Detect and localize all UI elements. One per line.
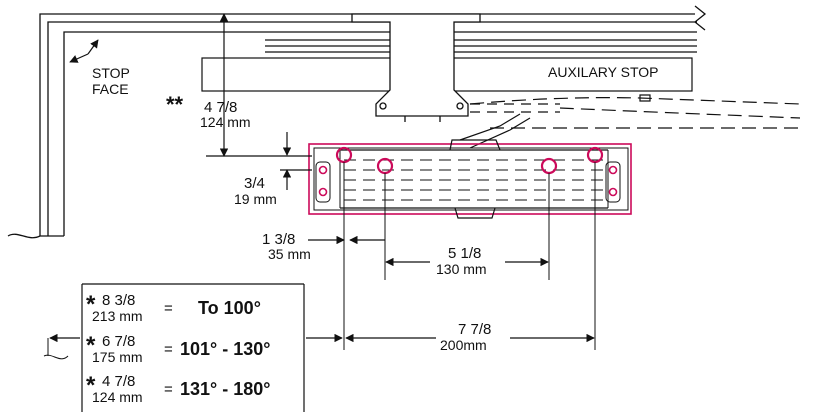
spacing-table [81,283,305,412]
dim-left-vertical [280,132,312,190]
closer-arm [459,94,801,149]
row1-equals: = [164,300,173,317]
star-mark-1: * [86,291,96,318]
hole-3 [540,157,558,175]
double-star-mark: ** [166,92,184,117]
stop-face-label-1: STOP [92,65,130,81]
stop-face-arrows [69,39,99,63]
row3-mm: 124 mm [92,389,143,405]
row2-equals: = [164,341,173,358]
auxiliary-stop-label: AUXILARY STOP [548,64,659,80]
star-mark-2: * [86,332,96,359]
dim-a-mm: 35 mm [268,246,311,262]
row2-range: 101° - 130° [180,339,270,359]
dim-c-mm: 200mm [440,337,487,353]
dim-top-mm: 124 mm [200,114,251,130]
dim-top-vertical [206,13,312,157]
dim-left-mm: 19 mm [234,191,277,207]
row3-range: 131° - 180° [180,379,270,399]
row3-equals: = [164,381,173,398]
door-frame [7,5,707,239]
stop-face-label-2: FACE [92,81,129,97]
dim-top-inches: 4 7/8 [204,99,237,116]
dim-b-mm: 130 mm [436,261,487,277]
row1-inches: 8 3/8 [102,292,135,309]
dim-c-inches: 7 7/8 [458,321,491,338]
dim-a-inches: 1 3/8 [262,231,295,248]
closer-body [308,139,632,219]
row2-inches: 6 7/8 [102,333,135,350]
extension-lines [343,162,596,350]
row1-mm: 213 mm [92,308,143,324]
dim-b-inches: 5 1/8 [448,245,481,262]
row2-mm: 175 mm [92,349,143,365]
hole-2 [376,157,394,175]
row3-inches: 4 7/8 [102,373,135,390]
frame-break [43,338,69,360]
dim-left-inches: 3/4 [244,175,265,192]
mounting-bracket [351,13,481,122]
star-mark-3: * [86,372,96,399]
row1-range: To 100° [198,298,261,318]
